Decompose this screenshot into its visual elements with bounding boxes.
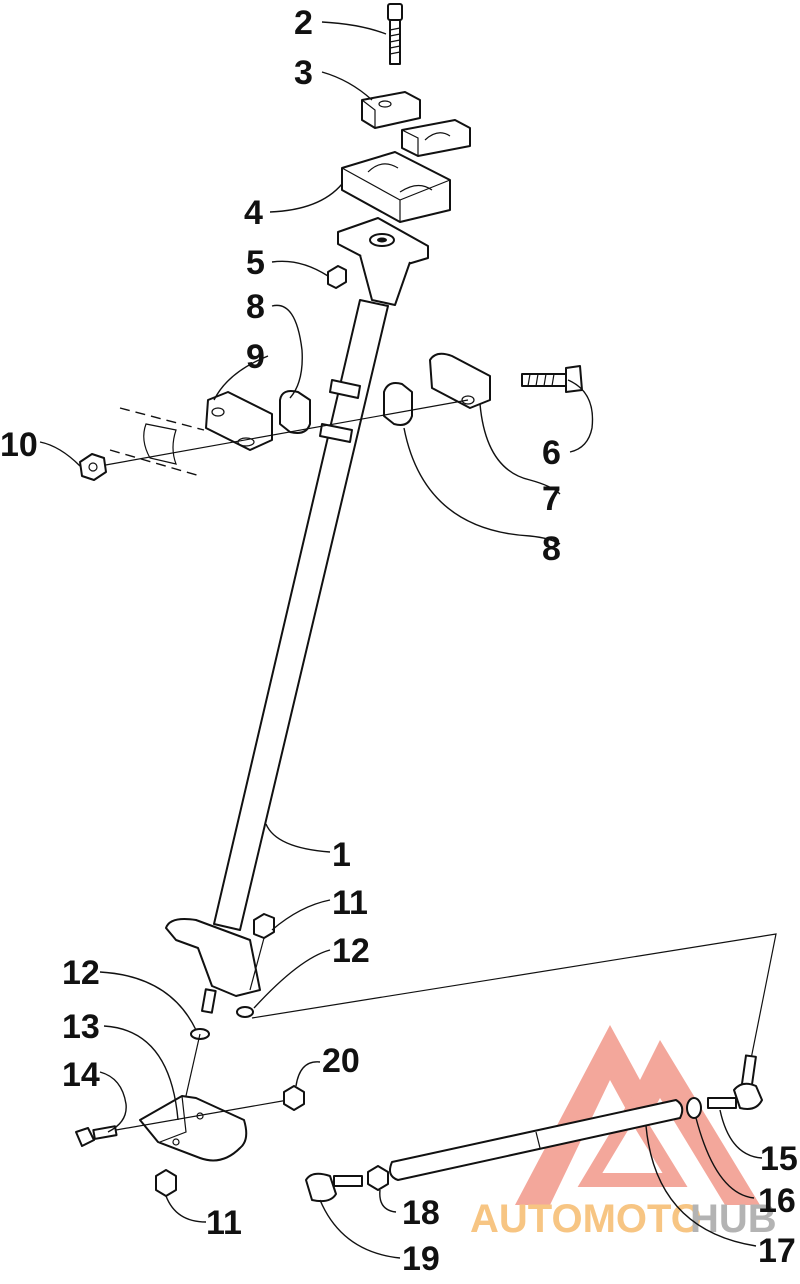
leader-lines: [39, 21, 763, 1259]
callout-3: 3: [294, 54, 313, 92]
callout-12-left: 12: [62, 954, 100, 992]
tie-rod-17: [389, 1099, 684, 1181]
callout-14: 14: [62, 1056, 100, 1094]
callout-1: 1: [332, 836, 351, 874]
pivot-bracket-13: [139, 1095, 248, 1162]
bushing-8-right: [383, 382, 413, 426]
callout-9: 9: [246, 338, 265, 376]
callout-16: 16: [758, 1182, 796, 1220]
steering-shaft-1: [213, 299, 389, 931]
callout-5: 5: [246, 244, 265, 282]
triangle-logo-inner-icon: [577, 1096, 688, 1187]
nut-20: [283, 1085, 305, 1111]
callout-10: 10: [0, 426, 38, 464]
bushing-8-left: [279, 390, 311, 434]
upper-clamp-cap-3: [361, 91, 421, 129]
watermark-text-accent: HUB: [690, 1197, 777, 1241]
bolt-2: [387, 3, 403, 65]
handlebar-tube: [109, 407, 205, 477]
nut-10: [79, 453, 107, 481]
handlebar-block-9: [205, 391, 273, 451]
nut-5: [327, 265, 347, 289]
callout-20: 20: [322, 1042, 360, 1080]
tie-rod-end-15: [707, 1054, 763, 1110]
watermark-logo: AUTOMOTO HUB: [470, 1025, 777, 1241]
bolt-6: [521, 365, 583, 393]
washer-12-right: [236, 1006, 254, 1018]
callout-13: 13: [62, 1008, 100, 1046]
callout-8-lower: 8: [542, 530, 561, 568]
watermark-text-main: AUTOMOTO: [470, 1197, 702, 1241]
handlebar-axis-line: [99, 399, 469, 467]
callout-8-upper: 8: [246, 288, 265, 326]
upper-clamp-cap-2nd: [401, 119, 471, 157]
callout-11-lower: 11: [206, 1204, 242, 1242]
bolt-14: [75, 1099, 289, 1147]
callout-7: 7: [542, 480, 561, 518]
nut-11-lower: [155, 1169, 177, 1197]
connector-line: [251, 933, 777, 1065]
callout-4: 4: [244, 194, 263, 232]
post-mounting-plate: [337, 217, 429, 306]
callout-12-right: 12: [332, 932, 370, 970]
callout-15: 15: [760, 1140, 798, 1178]
callout-labels: 2 3 4 5 8 9 10 6 7 8 1 11 12 12 13 14 20…: [0, 4, 798, 1278]
callout-17: 17: [758, 1232, 796, 1270]
jam-nut-16: [686, 1097, 702, 1119]
tie-rod-end-19: [305, 1172, 363, 1203]
callout-6: 6: [542, 434, 561, 472]
jam-nut-18: [367, 1165, 389, 1191]
callout-19: 19: [402, 1240, 440, 1278]
callout-18: 18: [402, 1194, 440, 1232]
callout-2: 2: [294, 4, 313, 42]
nut-11-upper: [249, 913, 275, 991]
lower-shaft-bracket: [165, 918, 261, 997]
callout-11-upper: 11: [332, 884, 368, 922]
handlebar-clamp-7: [429, 352, 491, 409]
lower-clamp-block-4: [341, 151, 451, 223]
